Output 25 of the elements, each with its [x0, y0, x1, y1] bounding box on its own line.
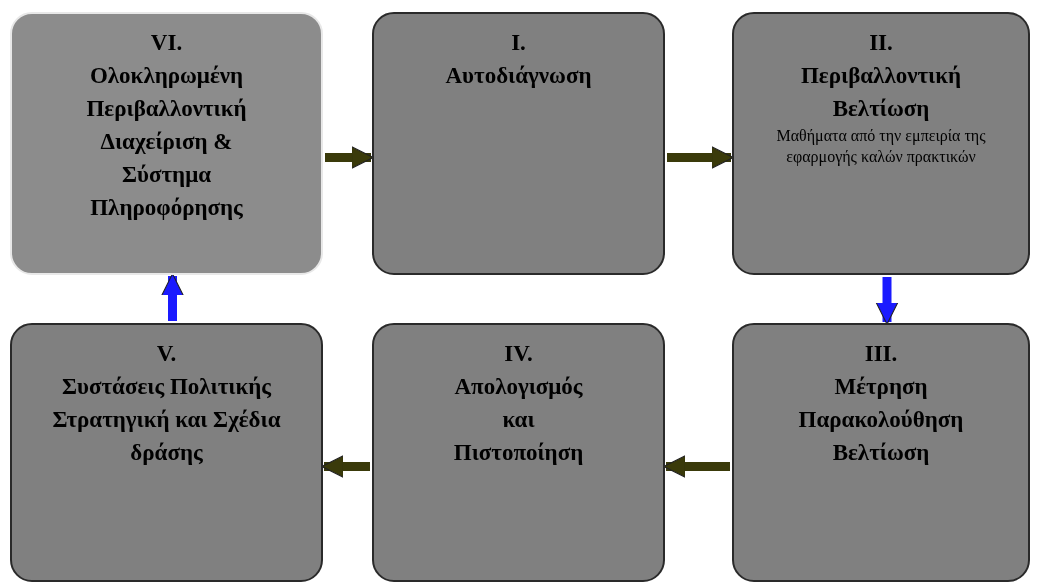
- block-arrow: [875, 277, 899, 325]
- step-number: IV.: [504, 340, 533, 368]
- step-number: III.: [864, 340, 898, 368]
- process-box: [10, 12, 323, 275]
- block-arrow: [663, 455, 730, 478]
- process-box: [372, 323, 665, 582]
- step-title: Περιβαλλοντική Βελτίωση: [799, 62, 962, 123]
- step-number: VI.: [150, 29, 183, 57]
- process-box: [732, 323, 1030, 582]
- step-title: Αυτοδιάγνωση: [445, 62, 592, 90]
- block-arrow: [667, 146, 734, 169]
- process-box: [10, 323, 323, 582]
- step-title: Μέτρηση Παρακολούθηση Βελτίωση: [797, 373, 965, 467]
- step-number: II.: [869, 29, 893, 57]
- process-box: [372, 12, 665, 275]
- process-box: [732, 12, 1030, 275]
- step-number: I.: [511, 29, 526, 57]
- step-title: Απολογισμός και Πιστοποίηση: [452, 373, 585, 467]
- step-number: V.: [156, 340, 177, 368]
- step-title: Ολοκληρωμένη Περιβαλλοντική Διαχείριση & Σύστημα Πληροφόρησης: [85, 62, 248, 222]
- step-description: Μαθήματα από την εμπειρία της εφαρμογής καλών πρακτικών: [775, 126, 987, 167]
- step-title: Συστάσεις Πολιτικής Στρατηγική και Σχέδια δράσης: [51, 373, 282, 467]
- block-arrow: [161, 273, 184, 321]
- block-arrow: [325, 146, 374, 169]
- block-arrow: [321, 455, 370, 478]
